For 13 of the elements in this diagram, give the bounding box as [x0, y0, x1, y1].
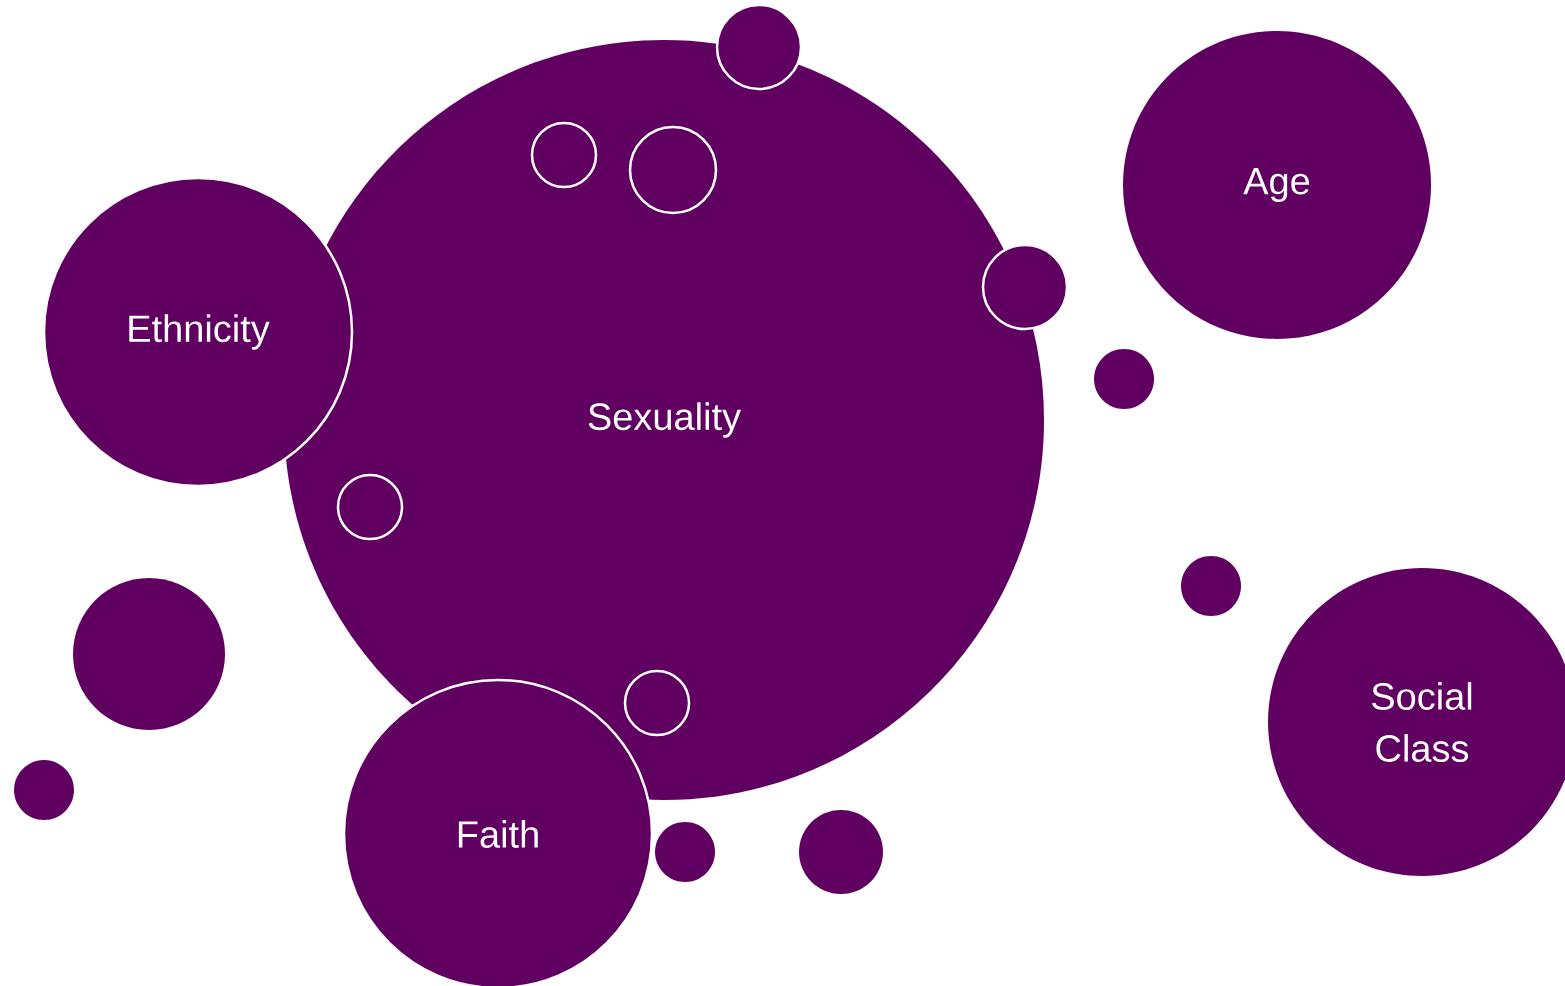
- circle: [628, 125, 718, 215]
- circle: [1094, 349, 1154, 409]
- circle: [799, 810, 883, 894]
- circle: [1181, 556, 1241, 616]
- circle: [655, 822, 715, 882]
- circle: [530, 121, 598, 189]
- circle: [73, 578, 225, 730]
- circle: [14, 760, 74, 820]
- circle: [981, 243, 1069, 331]
- circle: [623, 669, 691, 737]
- circle: [715, 3, 803, 91]
- circle: [336, 473, 404, 541]
- node-label: Faith: [458, 820, 538, 848]
